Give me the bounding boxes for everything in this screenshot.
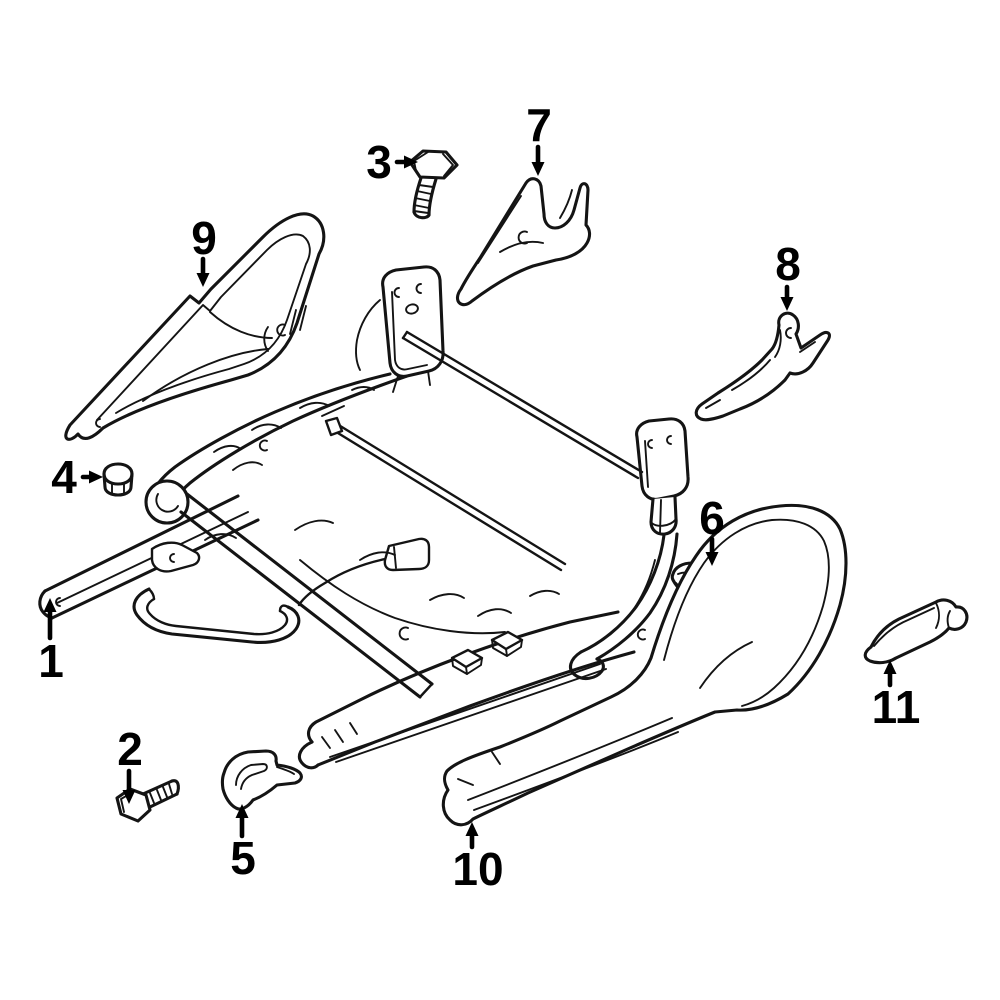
callout-4-arrowhead	[89, 470, 103, 484]
bolt-threads	[149, 783, 173, 804]
callouts-layer: 1 2 3 4 5 6 7 8 9 10 11	[38, 99, 920, 895]
callout-11: 11	[872, 660, 921, 733]
tower-bracket-right	[635, 417, 690, 536]
callout-7-number: 7	[526, 99, 552, 151]
callout-9-arrowhead	[196, 273, 210, 287]
callout-2-number: 2	[117, 723, 143, 775]
callout-11-arrowhead	[883, 660, 897, 674]
callout-10: 10	[452, 822, 504, 895]
callout-3-arrowhead	[404, 155, 418, 169]
mounting-hole	[393, 287, 400, 298]
mounting-hole	[647, 439, 653, 449]
bolt-lower	[115, 779, 180, 823]
callout-2: 2	[117, 723, 143, 804]
callout-8-number: 8	[775, 238, 801, 290]
cap-nut	[102, 462, 134, 497]
wire-connector	[297, 537, 431, 607]
callout-10-arrowhead	[465, 822, 479, 836]
seat-track-frame	[38, 265, 690, 770]
bolt-head	[408, 149, 459, 180]
bolt-upper	[408, 149, 459, 220]
callout-11-number: 11	[872, 681, 921, 733]
callout-2-arrowhead	[122, 790, 136, 804]
riser-bracket-inner	[455, 177, 592, 307]
bolt-threads	[413, 184, 434, 214]
hook-cover	[220, 749, 303, 811]
callout-8: 8	[775, 238, 801, 311]
side-shield-right	[441, 503, 848, 827]
callout-5-number: 5	[230, 832, 256, 884]
callout-4-number: 4	[51, 451, 77, 503]
callout-3: 3	[366, 136, 418, 188]
callout-9: 9	[191, 212, 217, 287]
mounting-hole	[666, 435, 672, 445]
callout-6-arrowhead	[705, 552, 719, 566]
lower-track-rail	[297, 610, 636, 770]
callout-1-arrowhead	[43, 598, 57, 612]
callout-8-arrowhead	[780, 297, 794, 311]
callout-10-number: 10	[452, 843, 503, 895]
callout-6-number: 6	[699, 492, 725, 544]
front-cross-tube	[144, 479, 434, 699]
callout-5: 5	[230, 804, 256, 884]
callout-5-arrowhead	[235, 804, 249, 818]
callout-7-arrowhead	[531, 162, 545, 176]
callout-4: 4	[51, 451, 103, 503]
mounting-hole	[415, 283, 422, 294]
callout-9-number: 9	[191, 212, 217, 264]
recliner-handle	[863, 598, 969, 665]
riser-bracket-outer	[694, 311, 831, 422]
cross-rods	[324, 330, 644, 572]
release-handle	[132, 587, 301, 644]
callout-3-number: 3	[366, 136, 392, 188]
tower-bracket-left	[381, 265, 445, 393]
side-shield-left	[64, 212, 326, 441]
callout-1-number: 1	[38, 635, 64, 687]
callout-6: 6	[699, 492, 725, 566]
callout-7: 7	[526, 99, 552, 176]
callout-1: 1	[38, 598, 64, 687]
rail-hole	[55, 597, 61, 607]
